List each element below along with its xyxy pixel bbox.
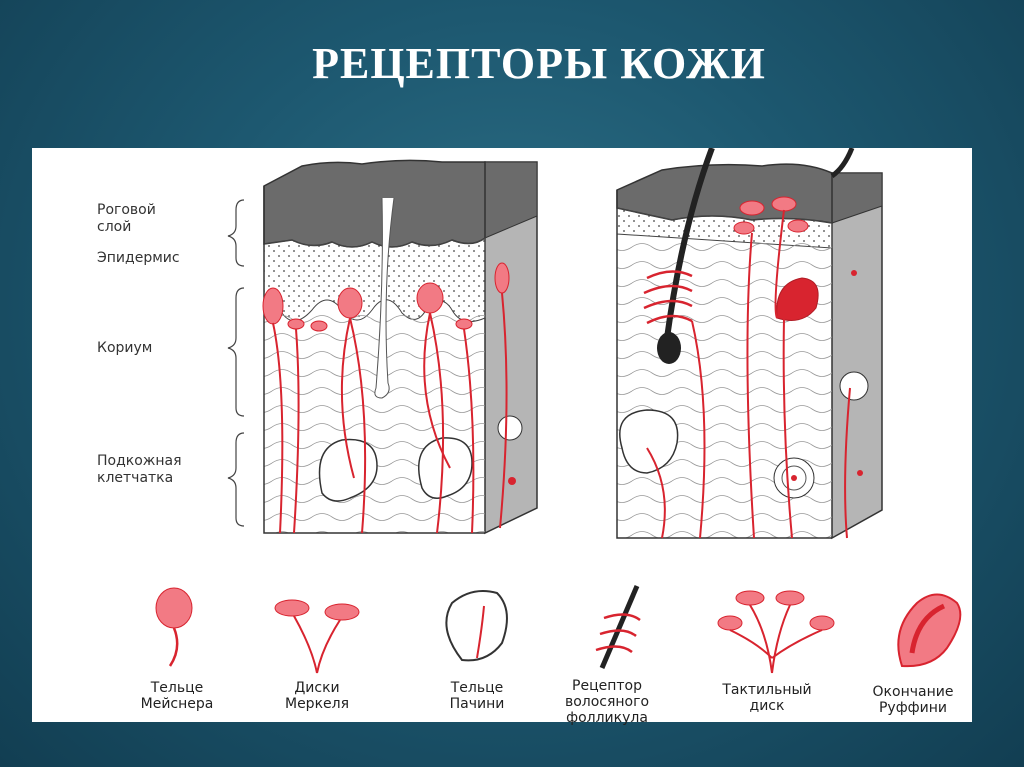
label-epidermis: Эпидермис	[97, 250, 180, 266]
label-horny-layer: Роговой слой	[97, 202, 156, 235]
caption-tactile-disc: Тактильный диск	[722, 682, 812, 714]
merkel-icon	[274, 599, 360, 674]
caption-follicle: Рецептор волосяного фолликула	[564, 678, 650, 726]
tactile-disc-icon	[717, 590, 835, 674]
caption-ruffini: Окончание Руффини	[872, 684, 954, 716]
label-subcutis: Подкожная клетчатка	[97, 453, 182, 486]
meissner-icon	[155, 587, 193, 667]
right-skin-block	[616, 148, 883, 540]
slide-title: РЕЦЕПТОРЫ КОЖИ	[312, 39, 766, 88]
receptor-icons	[155, 585, 962, 674]
diagram-panel: Роговой слой Эпидермис Кориум Подкожная …	[32, 148, 972, 726]
pacini-icon	[445, 590, 508, 662]
caption-pacini: Тельце Пачини	[449, 680, 505, 712]
left-skin-block	[262, 159, 538, 535]
layer-brackets	[227, 199, 245, 527]
caption-merkel: Диски Меркеля	[284, 680, 350, 712]
ruffini-icon	[897, 593, 962, 668]
label-corium: Кориум	[97, 340, 153, 356]
skin-diagram	[155, 148, 962, 674]
caption-meissner: Тельце Мейснера	[140, 680, 214, 712]
follicle-icon	[595, 585, 641, 669]
